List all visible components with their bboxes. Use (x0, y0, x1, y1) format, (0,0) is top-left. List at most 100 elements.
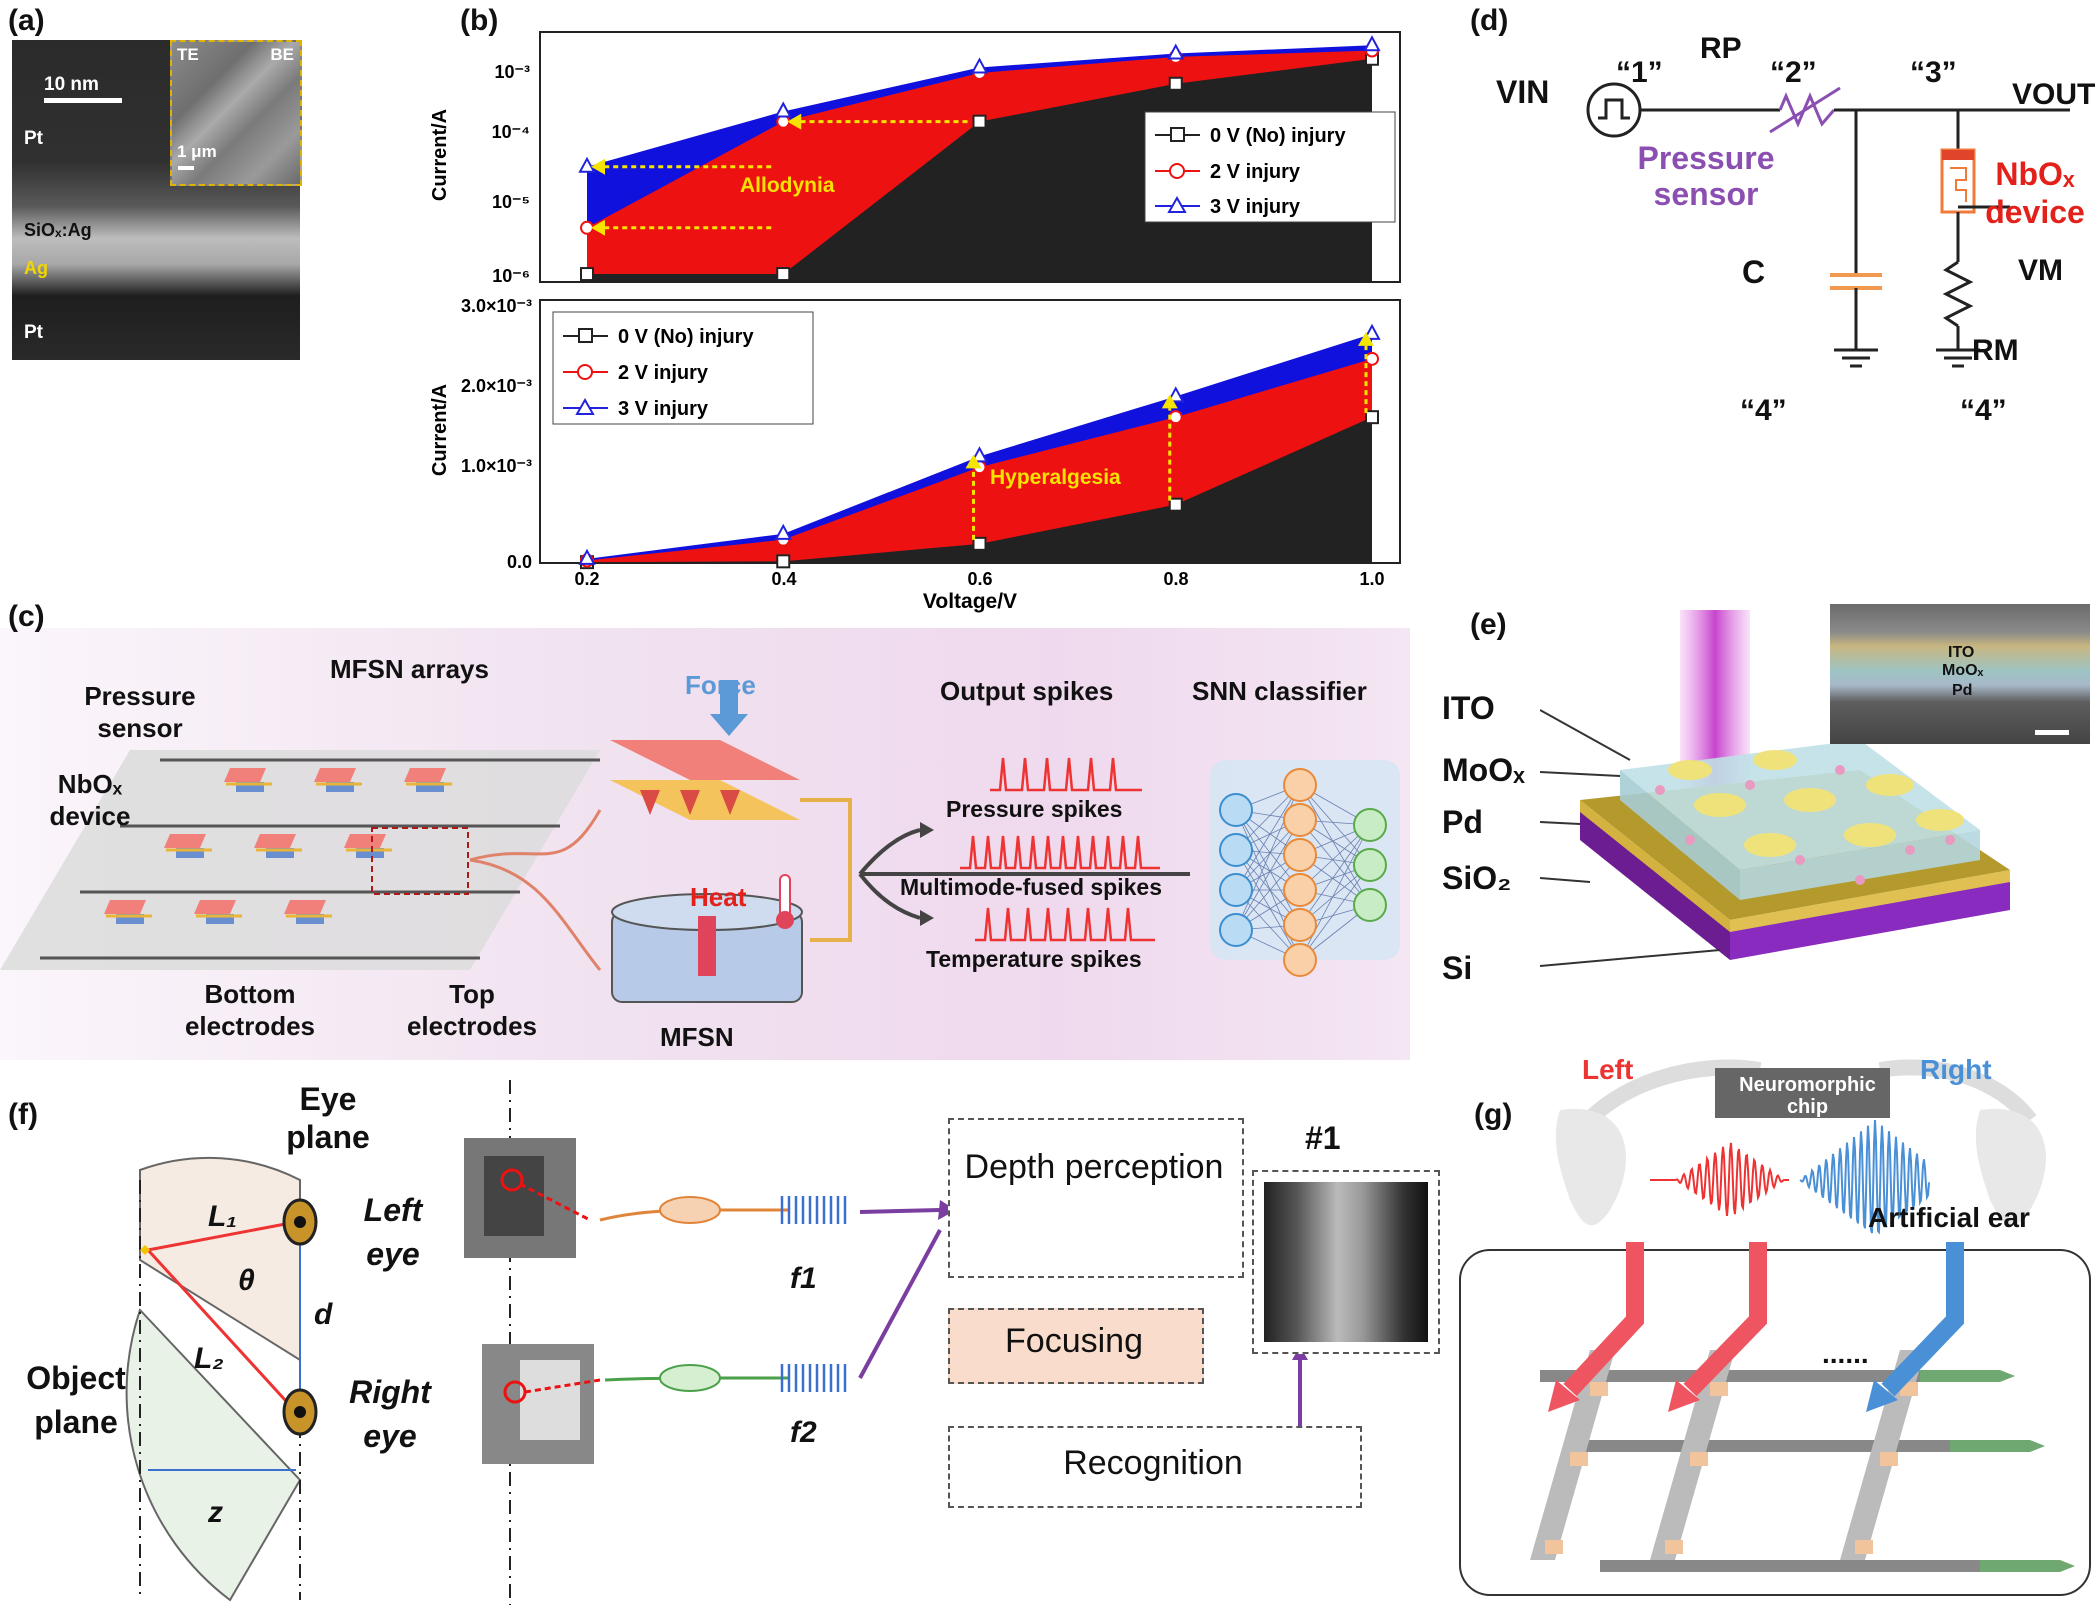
force-label: Force (685, 670, 756, 700)
scale-bar-label: 10 nm (44, 74, 99, 95)
output-spikes-title: Output spikes (940, 676, 1114, 706)
panel-label-g: (g) (1474, 1098, 1513, 1131)
legend-top-2: 3 V injury (1210, 196, 1301, 218)
f2-label: f2 (790, 1416, 817, 1449)
layer-ag: Ag (24, 258, 48, 278)
legend-bottom-1: 2 V injury (618, 362, 709, 384)
top-point-s2-1 (774, 101, 792, 118)
recognition-label: Recognition (1063, 1444, 1243, 1482)
left-eye-label: Left eye (363, 1192, 423, 1272)
crossbar-cell-1 (1710, 1382, 1728, 1396)
ytick-bottom-0: 3.0×10⁻³ (461, 296, 532, 316)
pressure-sensor-callout: Pressure sensor (84, 681, 196, 743)
annotation-hyperalgesia: Hyperalgesia (990, 466, 1121, 489)
object-plane-label: Object plane (26, 1360, 126, 1440)
legend-top: 0 V (No) injury 2 V injury 3 V injury (1144, 111, 1396, 223)
inset-ito: ITO (1948, 644, 1975, 661)
artificial-ear-diagram (1459, 1059, 2091, 1596)
panel-label-c: (c) (8, 600, 45, 633)
xtick-3: 0.8 (1163, 569, 1188, 589)
snn-neuron-2-0 (1353, 808, 1387, 842)
device-nbox-0-1 (326, 782, 354, 792)
d-label: d (314, 1298, 333, 1331)
inset-be-label: BE (270, 45, 294, 64)
inset-e-scale-bar (2035, 730, 2069, 735)
artificial-ear-label: Artificial ear (1868, 1202, 2030, 1233)
inset-scale-bar (178, 166, 194, 170)
crossbar-row-0 (1540, 1370, 1920, 1382)
layer-sio2: SiO₂ (1442, 860, 1512, 896)
snn-neuron-2-1 (1353, 848, 1387, 882)
device-top-0-0 (224, 768, 266, 782)
bottom-point-s2-1 (774, 523, 792, 540)
scale-bar (44, 98, 122, 103)
layer-stack-drawing (1540, 610, 2010, 967)
xtick-1: 0.4 (771, 569, 796, 589)
snn-edge (1235, 809, 1301, 891)
device-top-0-2 (404, 768, 446, 782)
panel-label-f: (f) (8, 1098, 38, 1131)
snn-edge (1299, 784, 1371, 906)
result-id: #1 (1305, 1120, 1341, 1156)
snn-neuron-1-0 (1283, 768, 1317, 802)
panel-label-d: (d) (1470, 4, 1509, 37)
snn-neuron-2-2 (1353, 888, 1387, 922)
ytick-top-2: 10⁻⁵ (492, 192, 530, 212)
layer-ito: ITO (1442, 690, 1495, 726)
crossbar-cell-7 (1665, 1540, 1683, 1554)
crossbar-cell-5 (1880, 1452, 1898, 1466)
heat-label: Heat (690, 882, 747, 912)
bottom-point-s0-2 (972, 536, 987, 551)
focusing-box (948, 1308, 1204, 1384)
device-nbox-0-0 (236, 782, 264, 792)
inset-te-label: TE (177, 45, 199, 64)
binocular-diagram (125, 1080, 1308, 1605)
sem-crosssection-inset: ITO MoOₓ Pd (1830, 604, 2090, 744)
tem-image: 10 nm Pt SiOₓ:Ag Ag Pt TE BE 1 μm (12, 40, 302, 360)
device-nbox-2-1 (206, 914, 234, 924)
hyperalgesia-arrowhead-2 (1358, 331, 1374, 346)
snn-edge (1299, 784, 1371, 866)
bottom-area-0 (587, 417, 1372, 563)
crossbar-cell-3 (1570, 1452, 1588, 1466)
allodynia-arrowhead-1 (787, 113, 802, 130)
legend-top-0: 0 V (No) injury (1210, 125, 1346, 147)
top-point-s2-3 (1167, 43, 1185, 60)
l1-label: L₁ (208, 1200, 237, 1233)
mfsn-label: MFSN (660, 1022, 734, 1052)
eye-plane-label: Eye plane (286, 1081, 370, 1155)
bottom-electrodes-callout: Bottom electrodes (184, 979, 316, 1041)
snn-edge (1299, 824, 1371, 926)
crossbar-output-1 (1950, 1440, 2045, 1452)
right-waveform (1799, 1120, 1930, 1235)
top-point-s0-0 (580, 267, 594, 282)
ytick-top-0: 10⁻³ (494, 62, 530, 82)
mfsn-arrays-title: MFSN arrays (330, 654, 489, 684)
ytick-top-1: 10⁻⁴ (492, 122, 530, 142)
spike-train-1 (960, 835, 1160, 870)
device-nbox-2-0 (116, 914, 144, 924)
ellipsis-label: ...... (1822, 1338, 1869, 1369)
bottom-point-s0-3 (1168, 497, 1183, 512)
face-image (1264, 1182, 1428, 1342)
top-point-s0-1 (776, 267, 791, 282)
pressure-sensor-label: Pressure sensor (1637, 140, 1775, 212)
hyperalgesia-arrowhead-1 (1161, 394, 1178, 409)
crossbar-cell-6 (1545, 1540, 1563, 1554)
right-label: Right (1920, 1054, 1992, 1085)
nbox-device-label: NbOₓ device (1985, 156, 2085, 230)
snn-classifier-title: SNN classifier (1192, 676, 1367, 706)
vout-label: VOUT (2012, 78, 2096, 111)
depth-perception-label: Depth perception (964, 1148, 1224, 1186)
allodynia-arrowhead-0 (591, 158, 605, 175)
node1-label: “1” (1616, 56, 1663, 89)
legend-bottom: 0 V (No) injury 2 V injury 3 V injury (552, 311, 814, 425)
snn-edge (1235, 784, 1301, 891)
rp-label: RP (1700, 32, 1742, 65)
crossbar-cell-8 (1855, 1540, 1873, 1554)
snn-edge (1299, 824, 1371, 961)
capacitor-label: C (1742, 254, 1766, 290)
xlabel: Voltage/V (923, 590, 1017, 613)
crossbar-row-2 (1600, 1560, 1980, 1572)
nbox-device-callout: NbOₓ device (49, 769, 131, 831)
